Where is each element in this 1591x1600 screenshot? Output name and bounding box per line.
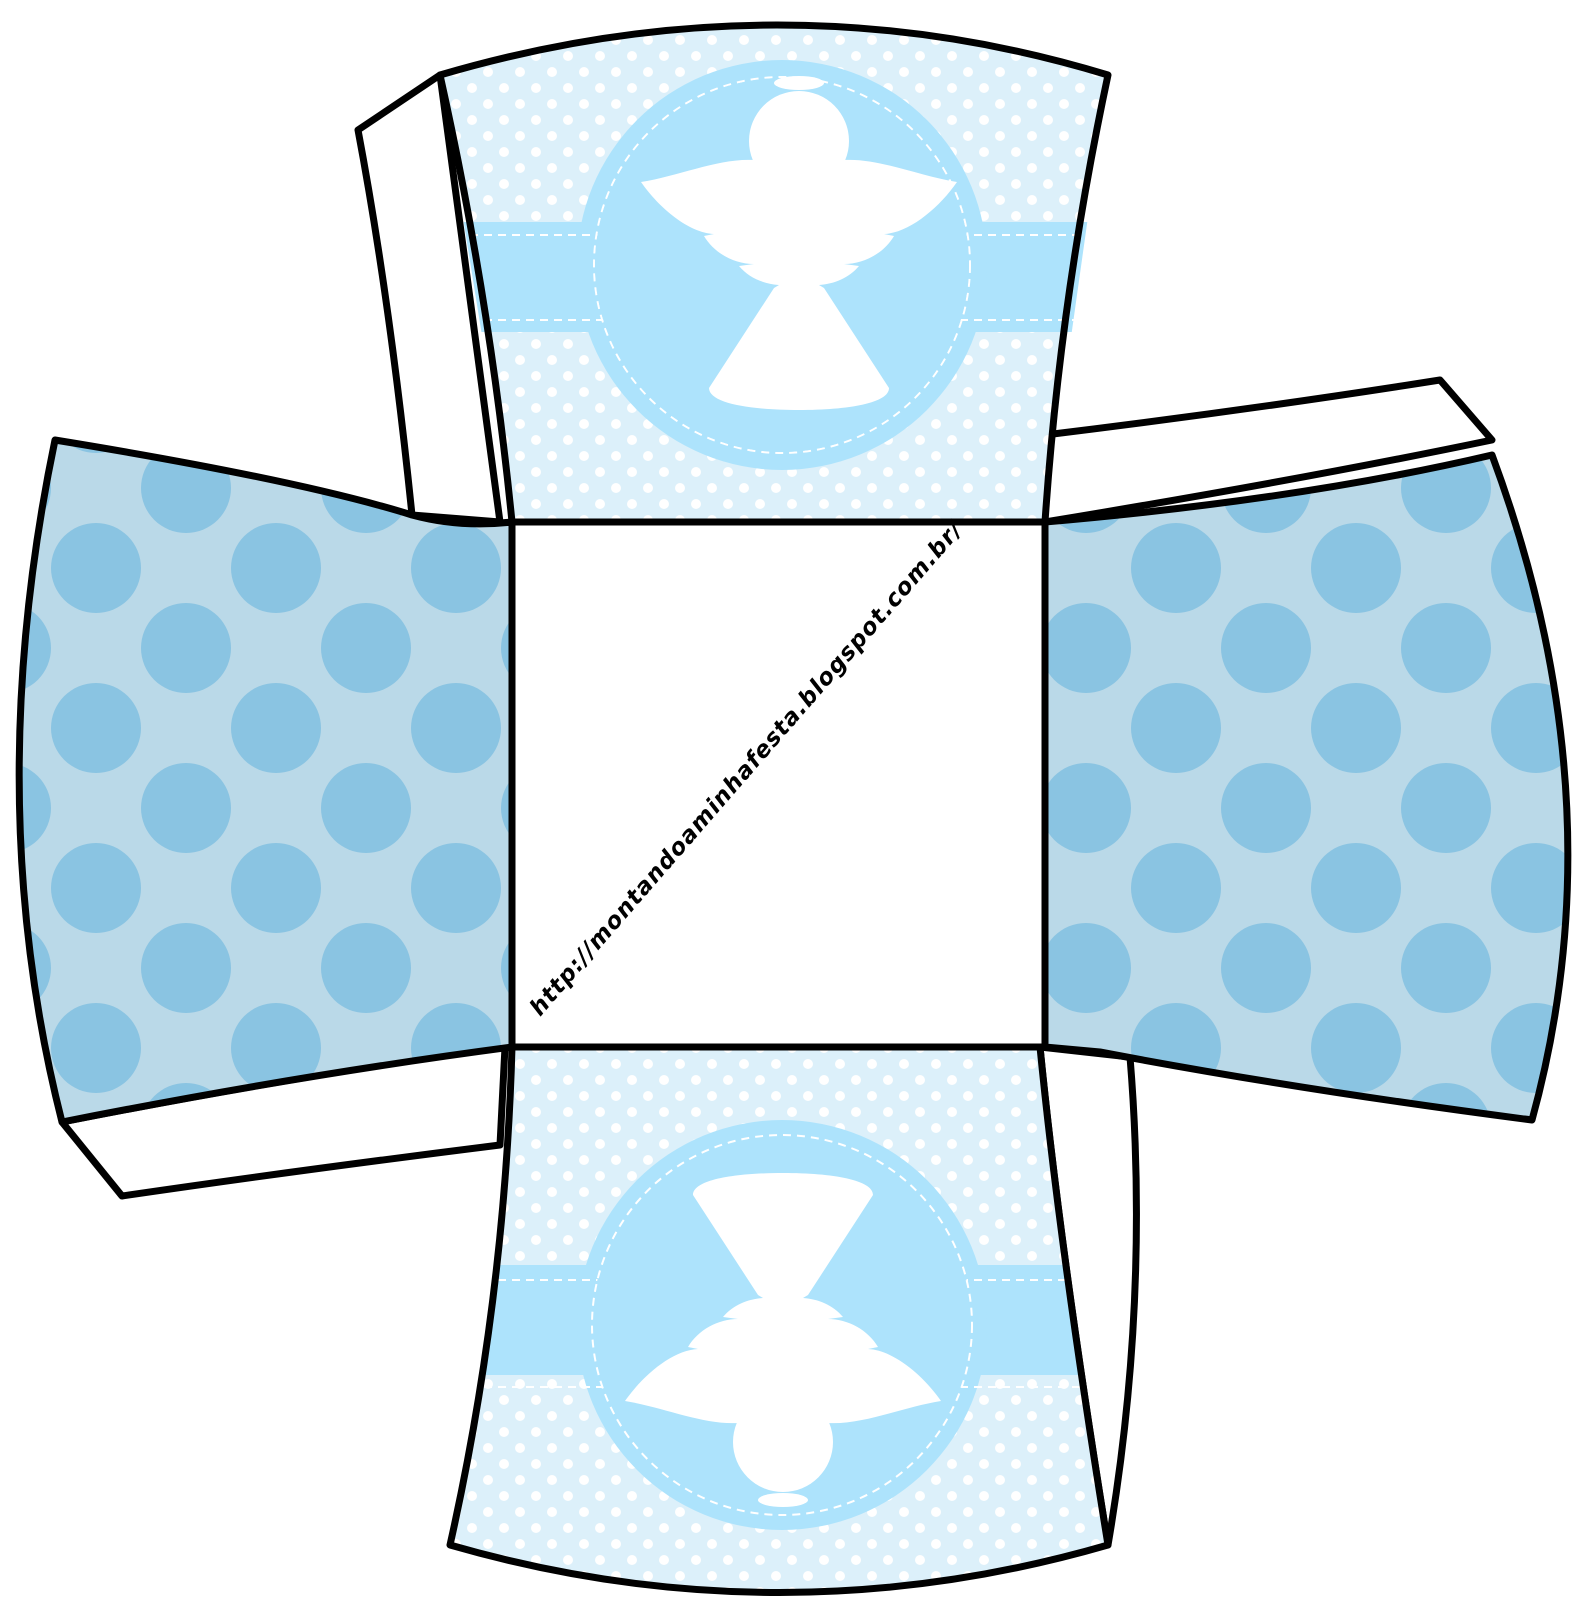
left-panel [15,436,516,1126]
bottom-panel [446,1043,1112,1596]
center-panel [508,518,1049,1051]
right-panel [1041,451,1572,1124]
top-panel [436,21,1112,526]
